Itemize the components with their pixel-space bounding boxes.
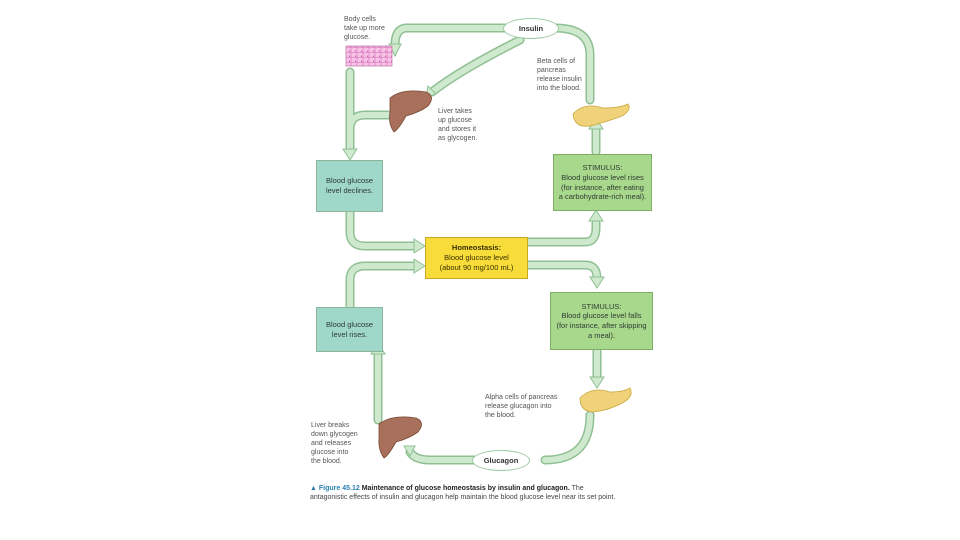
stimulus-rise-box: STIMULUS: Blood glucose level rises (for… — [553, 154, 652, 211]
liver-breaks-label: Liver breaks down glycogen and releases … — [311, 422, 358, 466]
insulin-pill: Insulin — [503, 18, 559, 39]
homeostasis-title: Homeostasis: — [451, 243, 502, 253]
liver-icon — [389, 90, 432, 133]
glucagon-label: Glucagon — [483, 456, 519, 465]
arrow-left-to-center — [345, 207, 420, 251]
stimulus-rise-heading: STIMULUS: — [582, 163, 623, 172]
figure-number: ▲ Figure 45.12 — [310, 485, 360, 492]
beta-cells-label: Beta cells of pancreas release insulin i… — [537, 58, 582, 93]
arrowhead-left-top — [342, 148, 358, 161]
body-cells-icon — [345, 45, 393, 67]
arrow-bottom-to-center — [345, 261, 420, 312]
arrow-center-to-rise — [523, 213, 601, 247]
arrowhead-center-left — [413, 238, 426, 254]
body-cells-label: Body cells take up more glucose. — [344, 16, 385, 42]
blood-glucose-declines-box: Blood glucose level declines. — [316, 160, 383, 212]
figure-title: Maintenance of glucose homeostasis by in… — [361, 485, 570, 492]
arrows — [345, 23, 602, 465]
stimulus-rise-text: Blood glucose level rises (for instance,… — [558, 172, 647, 202]
glucagon-pill: Glucagon — [472, 450, 530, 471]
figure-caption: ▲ Figure 45.12 Maintenance of glucose ho… — [310, 484, 620, 503]
arrowhead-alpha — [589, 376, 605, 389]
blood-glucose-declines-text: Blood glucose level declines. — [325, 176, 374, 195]
liver-takes-label: Liver takes up glucose and stores it as … — [438, 108, 478, 143]
insulin-label: Insulin — [518, 24, 544, 33]
arrowhead-center-left-low — [413, 258, 426, 274]
pancreas-icon — [579, 387, 632, 413]
liver-icon — [378, 416, 422, 459]
homeostasis-line2: (about 90 mg/100 mL) — [439, 262, 514, 272]
homeostasis-line1: Blood glucose level — [444, 253, 509, 263]
arrowhead-liver-bottom — [403, 445, 416, 458]
homeostasis-box: Homeostasis: Blood glucose level (about … — [425, 237, 528, 279]
blood-glucose-rises-text: Blood glucose level rises. — [325, 319, 374, 339]
pancreas-icon — [572, 103, 630, 127]
arrowhead-rise — [588, 209, 604, 222]
arrowhead-fall — [589, 276, 605, 289]
alpha-cells-label: Alpha cells of pancreas release glucagon… — [485, 394, 558, 420]
stimulus-fall-box: STIMULUS: Blood glucose level falls (for… — [550, 292, 653, 350]
icons — [345, 45, 632, 459]
figure-body: The antagonistic effects of insulin and … — [310, 485, 616, 502]
stimulus-fall-text: Blood glucose level falls (for instance,… — [556, 311, 647, 340]
blood-glucose-rises-box: Blood glucose level rises. — [316, 307, 383, 352]
stimulus-fall-heading: STIMULUS: — [581, 301, 622, 311]
